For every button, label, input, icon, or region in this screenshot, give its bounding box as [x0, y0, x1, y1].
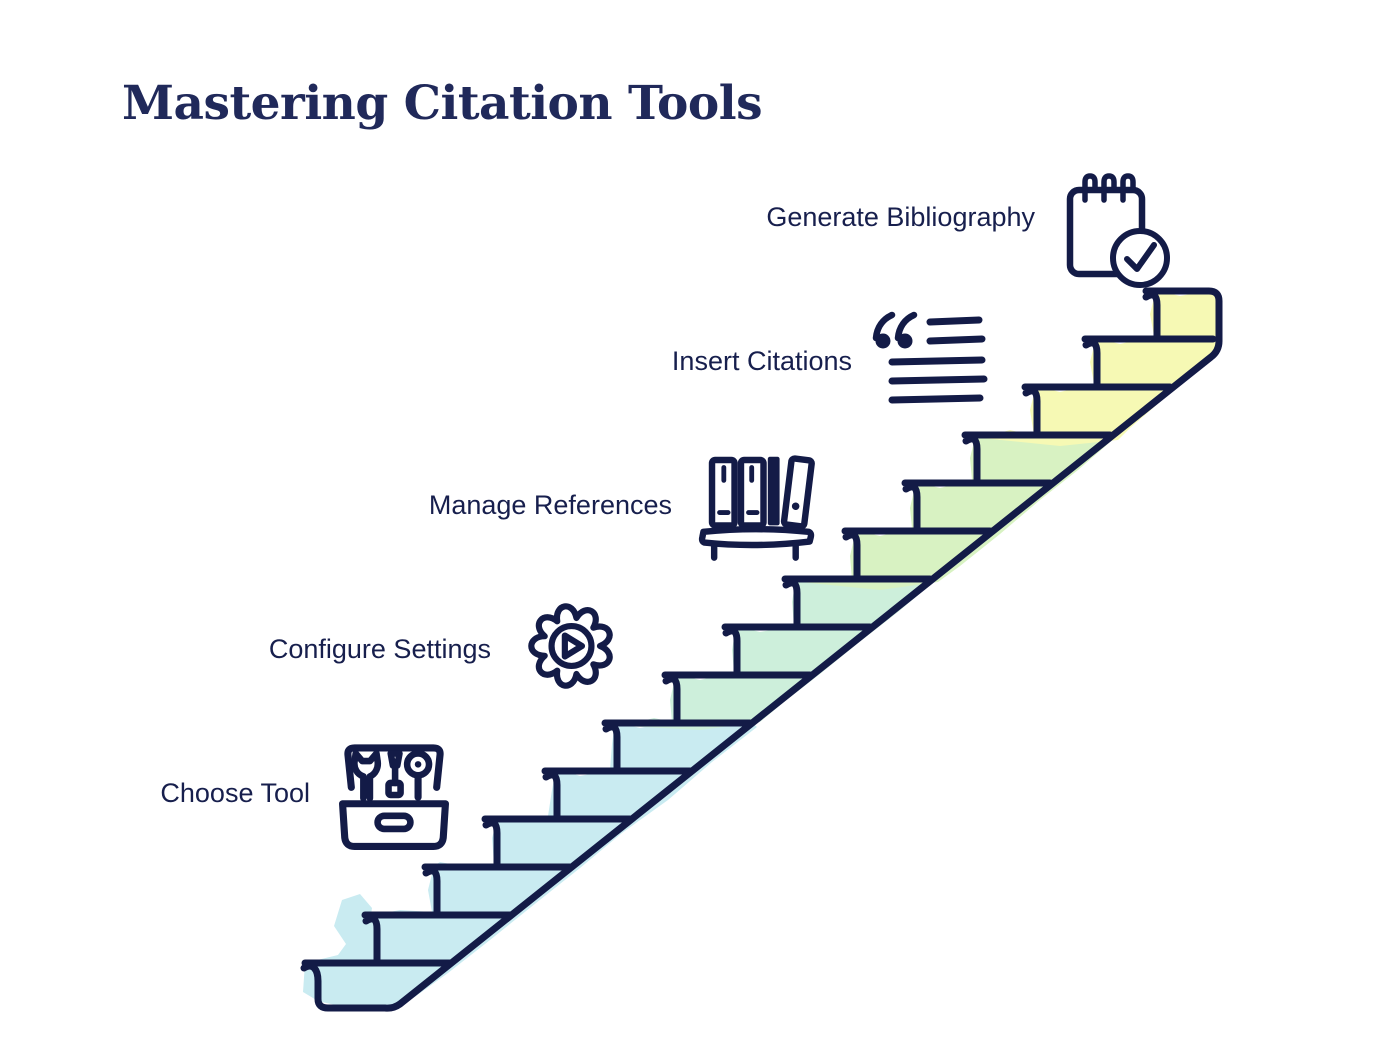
staircase-outline [300, 287, 1223, 1012]
watercolor-band-yellow [982, 290, 1221, 446]
gear-play-icon [528, 603, 613, 689]
page-title: Mastering Citation Tools [122, 76, 763, 131]
watercolor-band-green [800, 430, 1116, 590]
toolbox-icon [339, 744, 449, 850]
quote-lines-icon [872, 311, 988, 404]
watercolor-band-mint [622, 575, 936, 730]
bookshelf-icon [698, 455, 815, 561]
step-label-insert-citations: Insert Citations [671, 346, 852, 376]
notepad-check-icon [1066, 173, 1170, 288]
step-label-generate-bibliography: Generate Bibliography [766, 202, 1035, 232]
step-label-manage-references: Manage References [428, 490, 672, 520]
step-label-choose-tool: Choose Tool [160, 778, 310, 808]
step-label-configure-settings: Configure Settings [268, 634, 491, 664]
